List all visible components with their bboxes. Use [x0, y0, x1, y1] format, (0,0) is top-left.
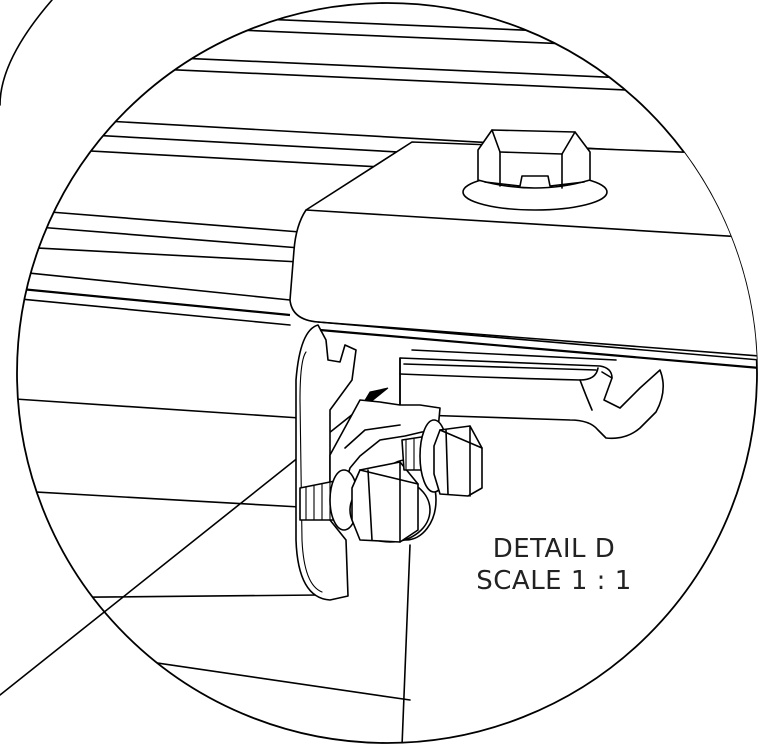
detail-circle	[16, 2, 758, 744]
detail-title: DETAIL D	[492, 534, 616, 564]
detail-content	[17, 7, 757, 743]
parent-view-arc	[0, 0, 53, 106]
detail-scale: SCALE 1 : 1	[476, 566, 632, 596]
